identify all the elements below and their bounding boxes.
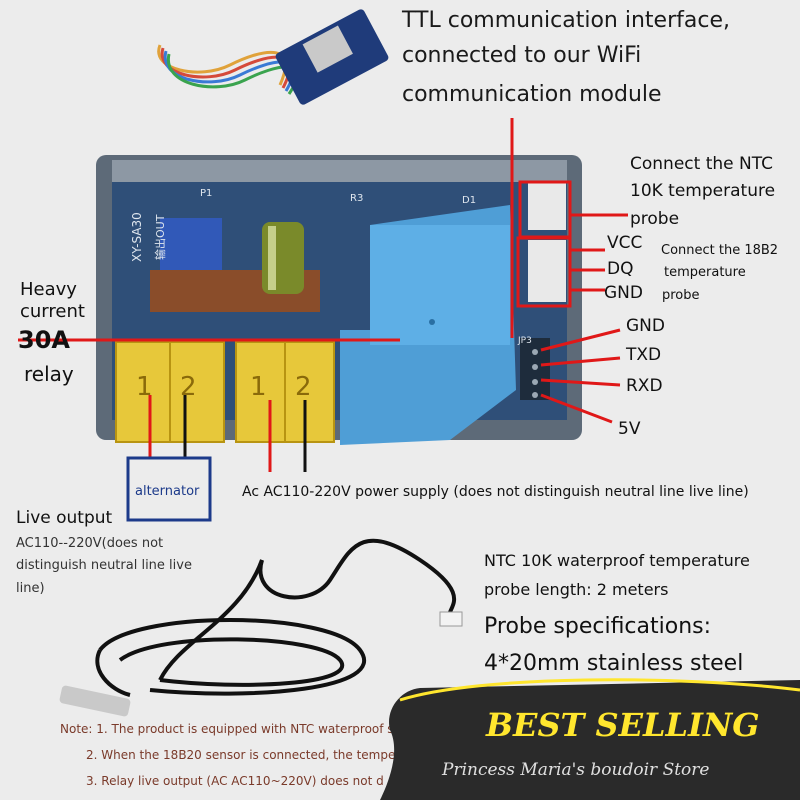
probe-desc-line3: Probe specifications: (484, 614, 712, 639)
note-2: 2. When the 18B20 sensor is connected, t… (86, 748, 420, 762)
terminal-block-left (115, 341, 225, 443)
pin-rxd: RXD (626, 376, 663, 396)
relay-label-line1: Heavy (20, 279, 77, 300)
live-output-title: Live output (16, 508, 113, 528)
wifi-module-board (275, 9, 389, 105)
probe-desc-line4: 4*20mm stainless steel (484, 651, 744, 676)
board-r3-label: R3 (350, 193, 364, 204)
terminal-1a: 1 (136, 372, 153, 402)
board-d1-label: D1 (462, 195, 477, 206)
probe-tip (59, 685, 131, 717)
note-1: Note: 1. The product is equipped with NT… (60, 722, 423, 736)
alternator-label: alternator (135, 484, 200, 499)
pin-dq: DQ (607, 259, 634, 279)
probe-desc-line2: probe length: 2 meters (484, 580, 669, 599)
probe-connector (439, 611, 463, 627)
badge-store-name: Princess Maria's boudoir Store (442, 760, 710, 780)
relay-label-line3: 30A (18, 326, 70, 354)
pin-txd: TXD (626, 345, 662, 365)
board-jp3-label: JP3 (518, 336, 532, 346)
badge-title: BEST SELLING (486, 706, 760, 744)
ds18b20-connect-line1: Connect the 18B2 (661, 243, 779, 258)
ttl-title-line1: TTL communication interface, (402, 8, 730, 33)
power-supply-label: Ac AC110-220V power supply (does not dis… (242, 484, 749, 500)
ntc-connect-line3: probe (630, 209, 680, 229)
ttl-title-line3: communication module (402, 82, 662, 107)
relay-label-line4: relay (24, 362, 74, 386)
board-out-label: 输出OUT (154, 214, 167, 260)
board-model-label: XY-SA30 (130, 212, 144, 262)
live-output-line3: line) (16, 581, 45, 596)
pin-vcc: VCC (607, 233, 643, 253)
relay-label-line2: current (20, 301, 85, 322)
live-output-line1: AC110--220V(does not (16, 536, 164, 551)
ntc-connect-line2: 10K temperature (630, 181, 776, 201)
terminal-2a: 2 (180, 372, 197, 402)
note-3: 3. Relay live output (AC AC110~220V) doe… (86, 774, 384, 788)
board-p1-label: P1 (200, 188, 213, 199)
probe-cable (95, 538, 456, 697)
pin-5v: 5V (618, 419, 641, 439)
best-selling-badge (380, 678, 800, 800)
annotation-lines (18, 118, 628, 472)
ds18b20-connect-line3: probe (662, 288, 700, 303)
transformer (160, 218, 222, 278)
terminal-block-right (235, 341, 335, 443)
pin-gnd-serial: GND (626, 316, 665, 336)
live-output-line2: distinguish neutral line live (16, 558, 192, 573)
terminal-2b: 2 (295, 372, 312, 402)
ds18b20-connect-line2: temperature (664, 265, 746, 280)
wifi-module-cable (157, 44, 299, 95)
alternator-box (126, 456, 212, 522)
terminal-1b: 1 (250, 372, 267, 402)
ttl-title-line2: connected to our WiFi (402, 43, 642, 68)
ntc-connect-line1: Connect the NTC (630, 154, 773, 174)
pin-gnd-top: GND (604, 283, 643, 303)
probe-desc-line1: NTC 10K waterproof temperature (484, 551, 750, 570)
